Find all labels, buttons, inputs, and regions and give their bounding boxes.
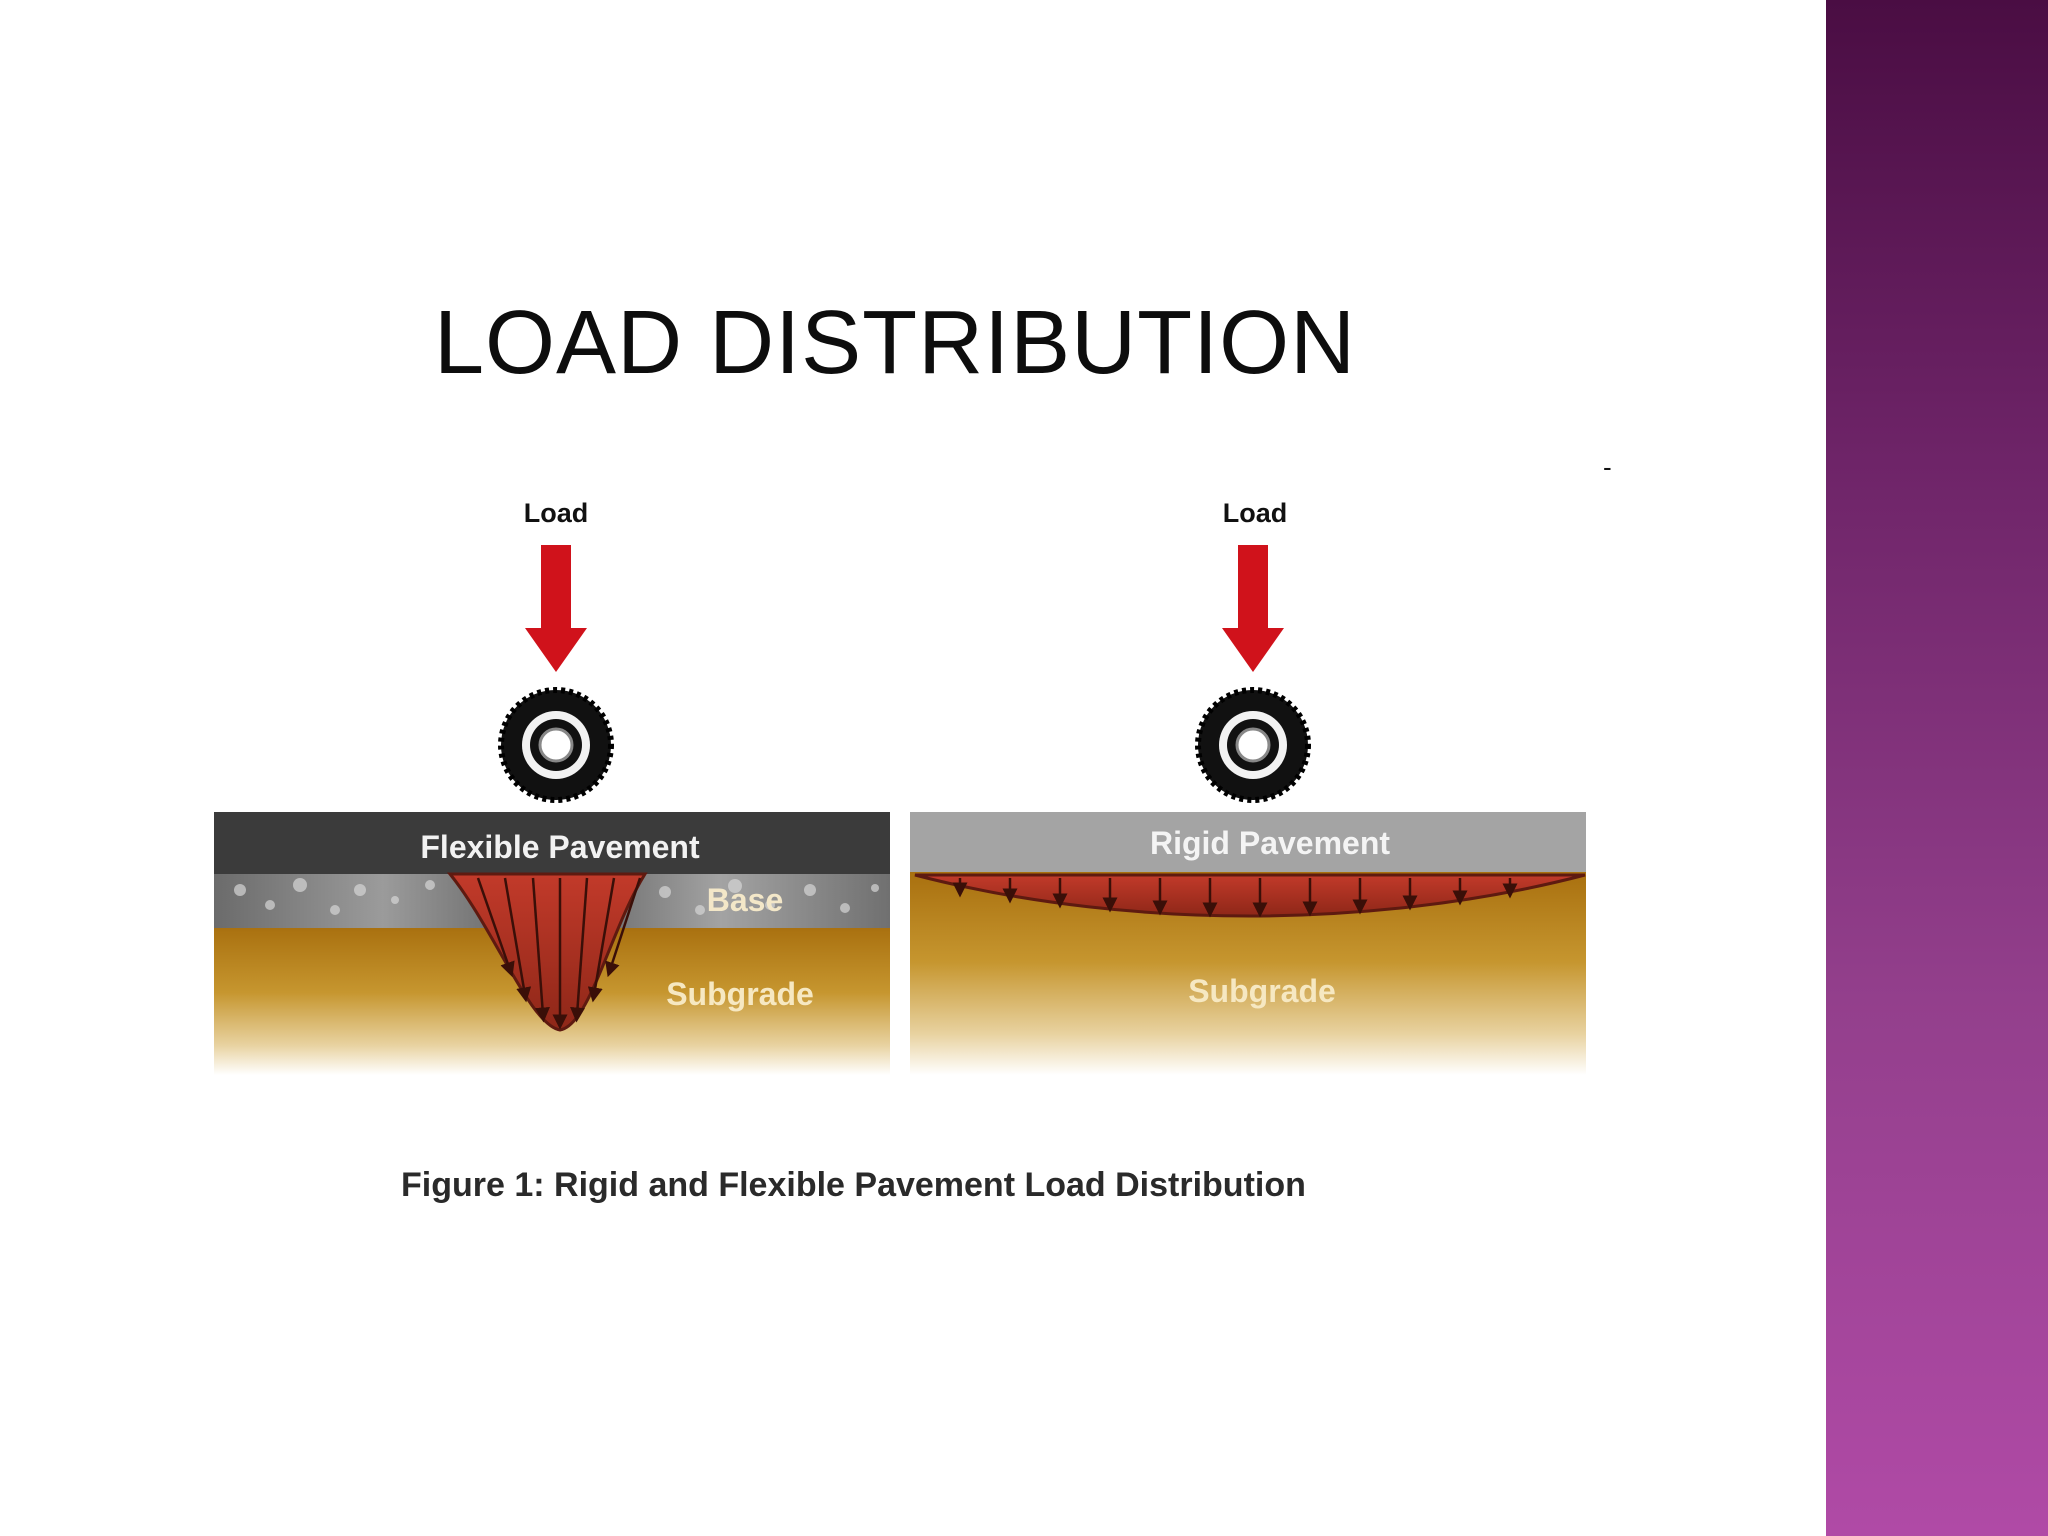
flexible-load-arrow	[525, 545, 587, 672]
rigid-stress-arrows	[952, 878, 1518, 918]
stray-dash-mark: -	[1603, 452, 1612, 482]
flexible-subgrade-label: Subgrade	[666, 976, 814, 1012]
figure-caption: Figure 1: Rigid and Flexible Pavement Lo…	[401, 1166, 1306, 1204]
flexible-stress-arrows	[476, 877, 642, 1030]
flexible-pavement-panel: Flexible Pavement Base Subgrade Load	[214, 498, 890, 1075]
flexible-surface-layer	[214, 812, 890, 874]
gravel-texture	[234, 878, 879, 915]
rigid-surface-label: Rigid Pavement	[1150, 825, 1390, 861]
rigid-subgrade-label: Subgrade	[1188, 973, 1336, 1009]
flexible-surface-label: Flexible Pavement	[420, 829, 700, 865]
flexible-stress-zone	[446, 872, 648, 1032]
decorative-side-band	[1826, 0, 2048, 1536]
rigid-pavement-panel: Rigid Pavement Subgrade Load	[910, 498, 1586, 1075]
flexible-base-label: Base	[707, 882, 784, 918]
rigid-load-arrow	[1222, 545, 1284, 672]
slide-title: LOAD DISTRIBUTION	[434, 293, 1357, 393]
rigid-tire-icon	[1198, 690, 1308, 800]
rigid-surface-layer	[910, 812, 1586, 872]
rigid-stress-zone	[914, 873, 1586, 918]
flexible-tire-icon	[501, 690, 611, 800]
rigid-load-label: Load	[1223, 498, 1288, 528]
flexible-load-label: Load	[524, 498, 589, 528]
